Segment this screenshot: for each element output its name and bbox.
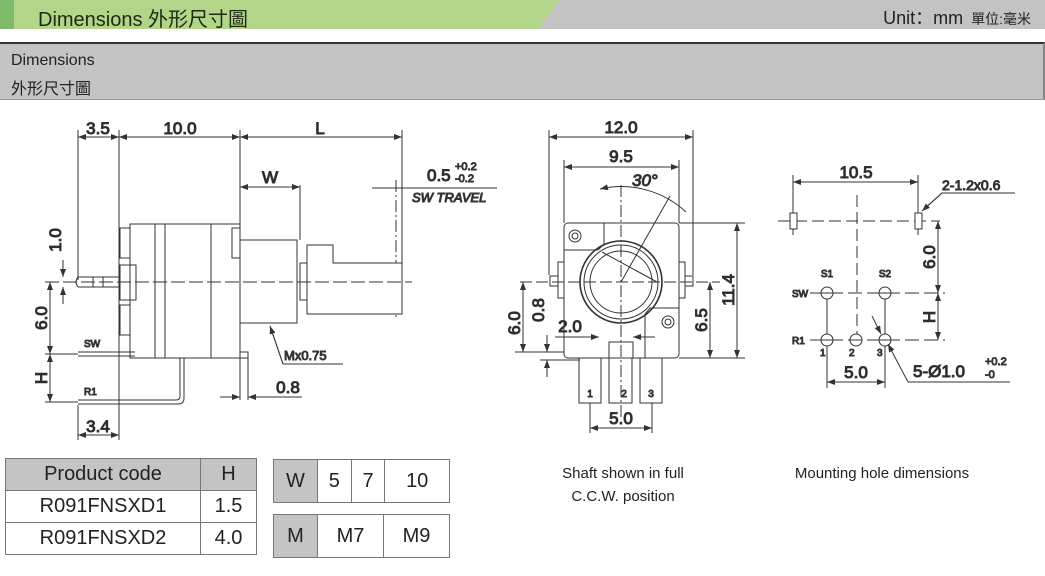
table-header-row: Product code H [5,458,257,491]
dim-6-0: 6.0 [32,306,51,330]
pin-1-label: 1 [587,389,593,400]
dim-9-5: 9.5 [609,147,633,166]
dim-2-0: 2.0 [558,317,582,336]
dim-5-0: 5.0 [844,363,868,382]
section-band: Dimensions 外形尺寸圖 [0,42,1045,100]
front-view-caption: Shaft shown in full C.C.W. position [533,462,713,508]
s1-label: S1 [821,269,834,280]
dim-6-0: 6.0 [505,311,524,335]
dim-12-0: 12.0 [604,118,637,137]
product-code-cell: R091FNSXD1 [5,490,201,523]
hole-tol-minus: -0 [985,369,995,381]
s2-label: S2 [879,269,892,280]
hole-3-label: 3 [877,348,883,359]
header-product-code: Product code [5,458,201,491]
m-label: M [273,514,318,558]
w-value: 5 [317,459,352,503]
front-view: 12.0 9.5 30° 11.4 6.5 6.0 0.8 2.0 5.0 1 … [505,118,745,433]
dim-0-8: 0.8 [529,298,548,322]
h-cell: 1.5 [200,490,257,523]
dim-W: W [262,168,278,187]
w-value: 7 [350,459,386,503]
r1-label: R1 [792,336,805,347]
hole-tol-plus: +0.2 [985,356,1007,368]
pin-2-label: 2 [621,389,627,400]
section-title-en: Dimensions [11,52,95,69]
dim-3-5: 3.5 [86,119,110,138]
dim-0-8: 0.8 [276,378,300,397]
m-value: M9 [383,514,450,558]
dim-1-0: 1.0 [46,228,65,252]
dim-5-0: 5.0 [609,409,633,428]
dim-10-0: 10.0 [163,119,196,138]
mounting-caption: Mounting hole dimensions [794,465,970,482]
dim-H: H [32,372,51,384]
header-accent [0,0,560,29]
thread-label: Mx0.75 [284,348,327,363]
dim-11-4: 11.4 [719,274,738,306]
m-value: M7 [317,514,384,558]
slot-label: 2-1.2x0.6 [942,177,1001,193]
section-title-cn: 外形尺寸圖 [11,81,92,98]
table-row: R091FNSXD1 1.5 [5,490,257,523]
caption-line-2: C.C.W. position [571,488,675,505]
header-accent-block [0,0,14,29]
product-code-table: Product code H R091FNSXD1 1.5 R091FNSXD2… [5,458,257,555]
w-label: W [273,459,318,503]
m-row: M M7 M9 [273,514,450,558]
dim-6-5: 6.5 [692,308,711,332]
h-cell: 4.0 [200,522,257,555]
unit-text-cn: 單位:毫米 [971,11,1031,27]
hole-2-label: 2 [849,348,855,359]
hole-spec: 5-Ø1.0 [913,362,965,381]
pin-3-label: 3 [648,389,654,400]
w-table: W 5 7 10 [273,459,450,503]
dim-3-4: 3.4 [86,417,110,436]
pin-r1-label: R1 [84,387,97,398]
header-h: H [200,458,257,491]
side-view: 3.5 10.0 L W 0.5 +0.2 -0.2 SW TRAVEL 1.0… [32,119,497,440]
header-title: Dimensions 外形尺寸圖 [38,9,249,31]
dim-6-0: 6.0 [920,245,939,269]
table-row: R091FNSXD2 4.0 [5,522,257,555]
hole-1-label: 1 [820,348,826,359]
w-value: 10 [384,459,450,503]
angle-30: 30° [632,171,658,190]
travel-tol-minus: -0.2 [455,173,474,185]
dim-H: H [920,311,939,323]
m-table: M M7 M9 [273,514,450,558]
unit-label: Unit：mm 單位:毫米 [883,4,1031,30]
dim-10-5: 10.5 [839,163,872,182]
caption-line-1: Shaft shown in full [562,465,684,482]
pin-sw-label: SW [84,339,101,350]
dim-sw-travel: 0.5 [427,166,451,185]
dim-L: L [315,119,324,138]
mounting-hole-view: 10.5 2-1.2x0.6 6.0 H S1 S2 SW R1 1 2 3 5… [778,163,1015,388]
header-bar: Dimensions 外形尺寸圖 Unit：mm 單位:毫米 [0,0,1045,31]
w-row: W 5 7 10 [273,459,450,503]
travel-tol-plus: +0.2 [455,161,477,173]
sw-travel-label: SW TRAVEL [412,190,486,205]
unit-text: Unit：mm [883,8,964,28]
product-code-cell: R091FNSXD2 [5,522,201,555]
sw-label: SW [792,289,809,300]
